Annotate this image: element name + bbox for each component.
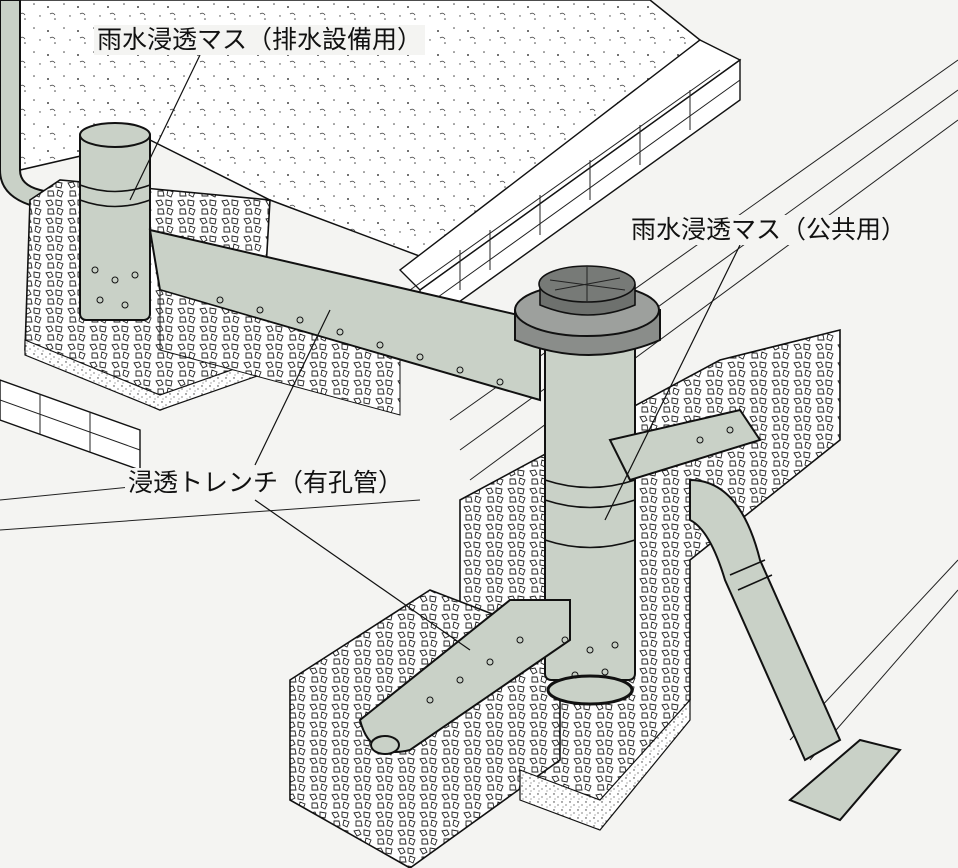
label-infiltration-basin-drainage: 雨水浸透マス（排水設備用）: [94, 25, 426, 55]
sewer-main: [788, 738, 902, 822]
trench-pipe-upper: [148, 228, 541, 402]
perforations: [91, 266, 734, 704]
sand-base-public: [519, 698, 691, 831]
basin-riser-drainage: [79, 129, 151, 321]
label-infiltration-trench: 浸透トレンチ（有孔管）: [125, 468, 407, 498]
soil-area: [19, 0, 702, 261]
gravel-upper-trench: [159, 289, 401, 416]
wall-joints: [0, 69, 741, 452]
basin-bottom-ring: [546, 674, 634, 706]
leader-lines: [129, 54, 741, 651]
basin-riser-top: [79, 122, 151, 148]
outlet-pipe-bend: [689, 478, 842, 762]
trench-pipe-end: [370, 735, 400, 755]
inlet-pipe-right: [608, 408, 762, 482]
label-infiltration-basin-public: 雨水浸透マス（公共用）: [628, 215, 910, 245]
